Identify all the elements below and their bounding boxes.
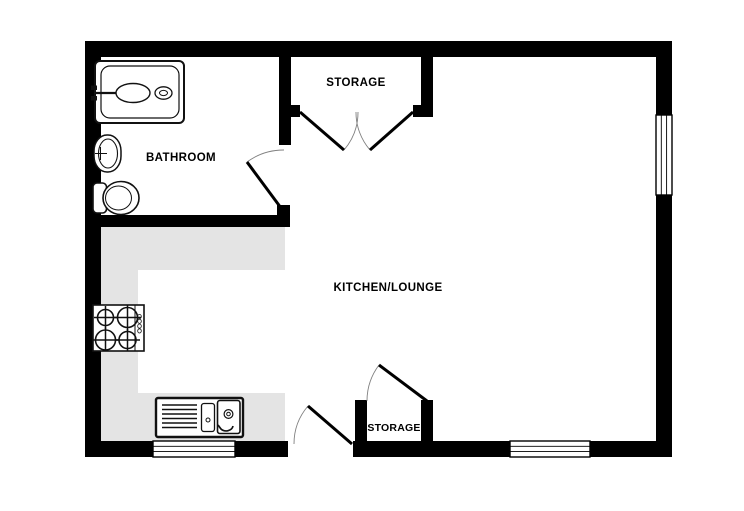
wall-storage-bottom-right-stub xyxy=(421,400,433,441)
hob xyxy=(92,304,145,352)
door-swing-arcs xyxy=(246,111,380,445)
burner xyxy=(94,329,117,351)
bath-drain-inner xyxy=(159,89,168,97)
storage-top-right-door-leaf xyxy=(369,110,414,152)
walls xyxy=(85,41,672,457)
toilet xyxy=(92,180,140,216)
wall-outer-bottom-a xyxy=(85,441,153,457)
hob-knob xyxy=(137,328,142,334)
wall-outer-right-upper xyxy=(656,41,672,115)
bath xyxy=(91,60,185,124)
wall-outer-bottom-b xyxy=(235,441,288,457)
kitchen-lounge-label: KITCHEN/LOUNGE xyxy=(333,282,442,294)
sink-tap xyxy=(217,424,234,432)
wall-bathroom-south xyxy=(85,215,290,227)
wall-storage-right-foot xyxy=(413,105,433,117)
bathroom-label: BATHROOM xyxy=(146,152,216,164)
bath-tap-fitting xyxy=(91,85,97,90)
entrance-door-arc xyxy=(293,405,309,445)
wall-outer-top xyxy=(85,41,672,57)
door-leaves xyxy=(245,110,428,446)
storage-bottom-label: STORAGE xyxy=(367,422,420,434)
storage-bottom-door-leaf xyxy=(378,363,428,403)
window-frame xyxy=(655,114,673,196)
entrance-door-leaf xyxy=(307,404,353,446)
wall-storage-bottom-left-stub xyxy=(355,400,367,441)
window-right-wall xyxy=(655,114,673,196)
hob-knob xyxy=(137,323,142,329)
wall-storage-left-foot xyxy=(279,105,300,117)
window-bottom-wall-left xyxy=(152,440,236,458)
window-bottom-wall-right xyxy=(509,440,591,458)
storage-top-right-door-arc xyxy=(355,111,371,151)
storage-top-label: STORAGE xyxy=(326,77,385,89)
wall-storage-right xyxy=(421,57,433,105)
wall-outer-right-lower xyxy=(656,195,672,457)
toilet-bowl-inner xyxy=(105,185,132,211)
sink-drain-outer xyxy=(223,409,234,420)
storage-bottom-door-arc xyxy=(366,364,380,402)
kitchen-sink-unit xyxy=(154,396,245,439)
bathroom-door-leaf xyxy=(245,161,286,213)
sink-drain-inner xyxy=(226,411,231,417)
window-frame xyxy=(509,440,591,458)
burner xyxy=(96,308,115,327)
hob-knob xyxy=(137,318,142,324)
burner xyxy=(118,330,137,350)
window-frame xyxy=(152,440,236,458)
wall-bathroom-storage-divider xyxy=(279,57,291,145)
wall-outer-bottom-d xyxy=(590,441,672,457)
sink-bowl xyxy=(216,399,241,435)
wall-outer-bottom-c xyxy=(353,441,510,457)
bath-shower-head xyxy=(115,82,151,104)
burner xyxy=(116,306,139,329)
storage-top-left-door-arc xyxy=(343,111,359,151)
sink-mid-drain xyxy=(205,417,211,423)
bath-tap-fitting xyxy=(91,96,97,101)
bathroom-door-arc xyxy=(246,149,285,163)
storage-top-left-door-leaf xyxy=(299,110,345,152)
washbasin xyxy=(93,134,122,173)
